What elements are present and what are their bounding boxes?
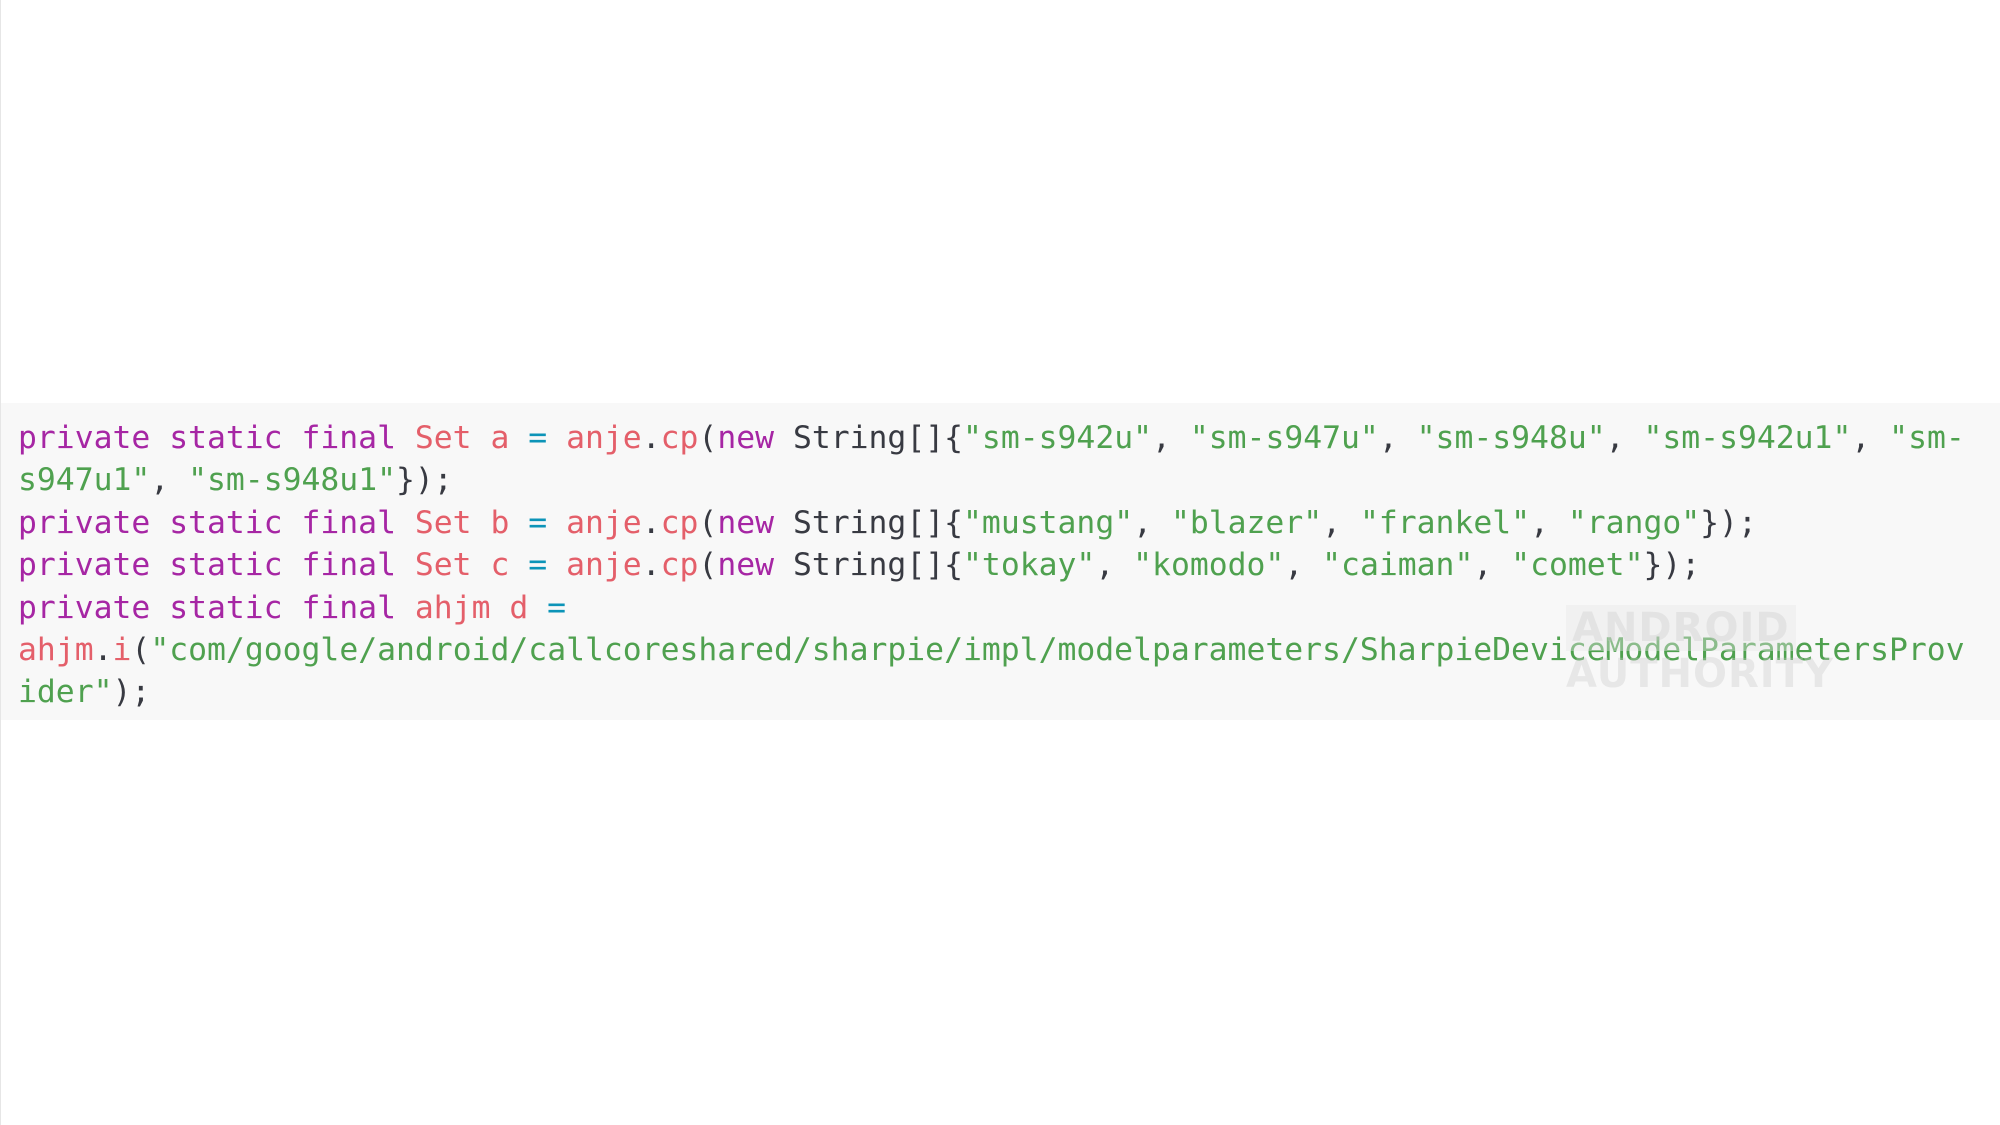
keyword-token: private static final xyxy=(18,420,415,456)
string-token: "caiman" xyxy=(1322,547,1474,584)
punctuation-token: , xyxy=(150,462,189,499)
identifier-token: i xyxy=(112,631,132,668)
punctuation-token: . xyxy=(641,547,661,584)
string-token: "frankel" xyxy=(1359,504,1531,541)
punctuation-token: ( xyxy=(698,420,718,456)
identifier-token: Set a xyxy=(414,420,529,456)
punctuation-token: , xyxy=(1152,420,1190,456)
identifier-token: anje xyxy=(566,420,642,456)
punctuation-token: , xyxy=(1095,547,1134,584)
string-token: "rango" xyxy=(1567,504,1701,541)
operator-token: = xyxy=(528,420,567,456)
string-token: "tokay" xyxy=(963,547,1096,584)
identifier-token: ahjm xyxy=(18,631,94,668)
string-token: "sm-s948u" xyxy=(1416,420,1606,456)
string-token: "komodo" xyxy=(1133,547,1285,584)
code-line: private static final Set b = anje.cp(new… xyxy=(18,502,1965,544)
keyword-token: new xyxy=(717,504,793,541)
punctuation-token: . xyxy=(641,504,661,541)
punctuation-token: , xyxy=(1605,420,1644,456)
punctuation-token: , xyxy=(1133,504,1171,541)
code-line: private static final ahjm d = xyxy=(18,587,1965,629)
code-line: ider"); xyxy=(18,671,1965,713)
keyword-token: new xyxy=(717,420,793,456)
code-line: private static final Set a = anje.cp(new… xyxy=(18,417,1965,459)
punctuation-token: String[]{ xyxy=(792,547,964,584)
string-token: "com/google/android/callcoreshared/sharp… xyxy=(150,631,1965,668)
identifier-token: ahjm d xyxy=(414,589,548,626)
string-token: ider" xyxy=(18,674,113,711)
operator-token: = xyxy=(528,504,567,541)
code-block: private static final Set a = anje.cp(new… xyxy=(1,403,2000,720)
punctuation-token: }); xyxy=(396,462,453,499)
string-token: "sm-s947u" xyxy=(1189,420,1379,456)
string-token: "sm-s942u" xyxy=(963,420,1153,456)
operator-token: = xyxy=(547,589,567,626)
identifier-token: Set b xyxy=(414,504,529,541)
string-token: "sm-s948u1" xyxy=(188,462,396,499)
string-token: "sm- xyxy=(1889,420,1965,456)
operator-token: = xyxy=(528,547,567,584)
keyword-token: private static final xyxy=(18,504,415,541)
code-line: private static final Set c = anje.cp(new… xyxy=(18,544,1965,586)
punctuation-token: , xyxy=(1284,547,1323,584)
identifier-token: cp xyxy=(660,547,699,584)
punctuation-token: ( xyxy=(131,631,151,668)
punctuation-token: , xyxy=(1322,504,1360,541)
punctuation-token: ( xyxy=(698,547,718,584)
string-token: "sm-s942u1" xyxy=(1643,420,1852,456)
punctuation-token: }); xyxy=(1643,547,1701,584)
string-token: "comet" xyxy=(1511,547,1644,584)
punctuation-token: , xyxy=(1378,420,1417,456)
punctuation-token: , xyxy=(1530,504,1568,541)
string-token: s947u1" xyxy=(18,462,151,499)
code-line: ahjm.i("com/google/android/callcoreshare… xyxy=(18,629,1965,671)
identifier-token: anje xyxy=(566,547,642,584)
code-line: s947u1", "sm-s948u1"}); xyxy=(18,459,1965,501)
keyword-token: private static final xyxy=(18,589,415,626)
identifier-token: cp xyxy=(660,420,699,456)
punctuation-token: , xyxy=(1473,547,1512,584)
code-listing: private static final Set a = anje.cp(new… xyxy=(18,417,1965,714)
punctuation-token: ( xyxy=(698,504,718,541)
string-token: "mustang" xyxy=(963,504,1134,541)
punctuation-token: . xyxy=(641,420,661,456)
punctuation-token: , xyxy=(1851,420,1890,456)
punctuation-token: ); xyxy=(112,674,151,711)
identifier-token: cp xyxy=(660,504,699,541)
punctuation-token: }); xyxy=(1700,504,1757,541)
punctuation-token: String[]{ xyxy=(792,420,964,456)
keyword-token: new xyxy=(717,547,793,584)
punctuation-token: . xyxy=(93,631,113,668)
string-token: "blazer" xyxy=(1170,504,1323,541)
keyword-token: private static final xyxy=(18,547,415,584)
punctuation-token: String[]{ xyxy=(792,504,964,541)
identifier-token: anje xyxy=(566,504,642,541)
identifier-token: Set c xyxy=(414,547,529,584)
